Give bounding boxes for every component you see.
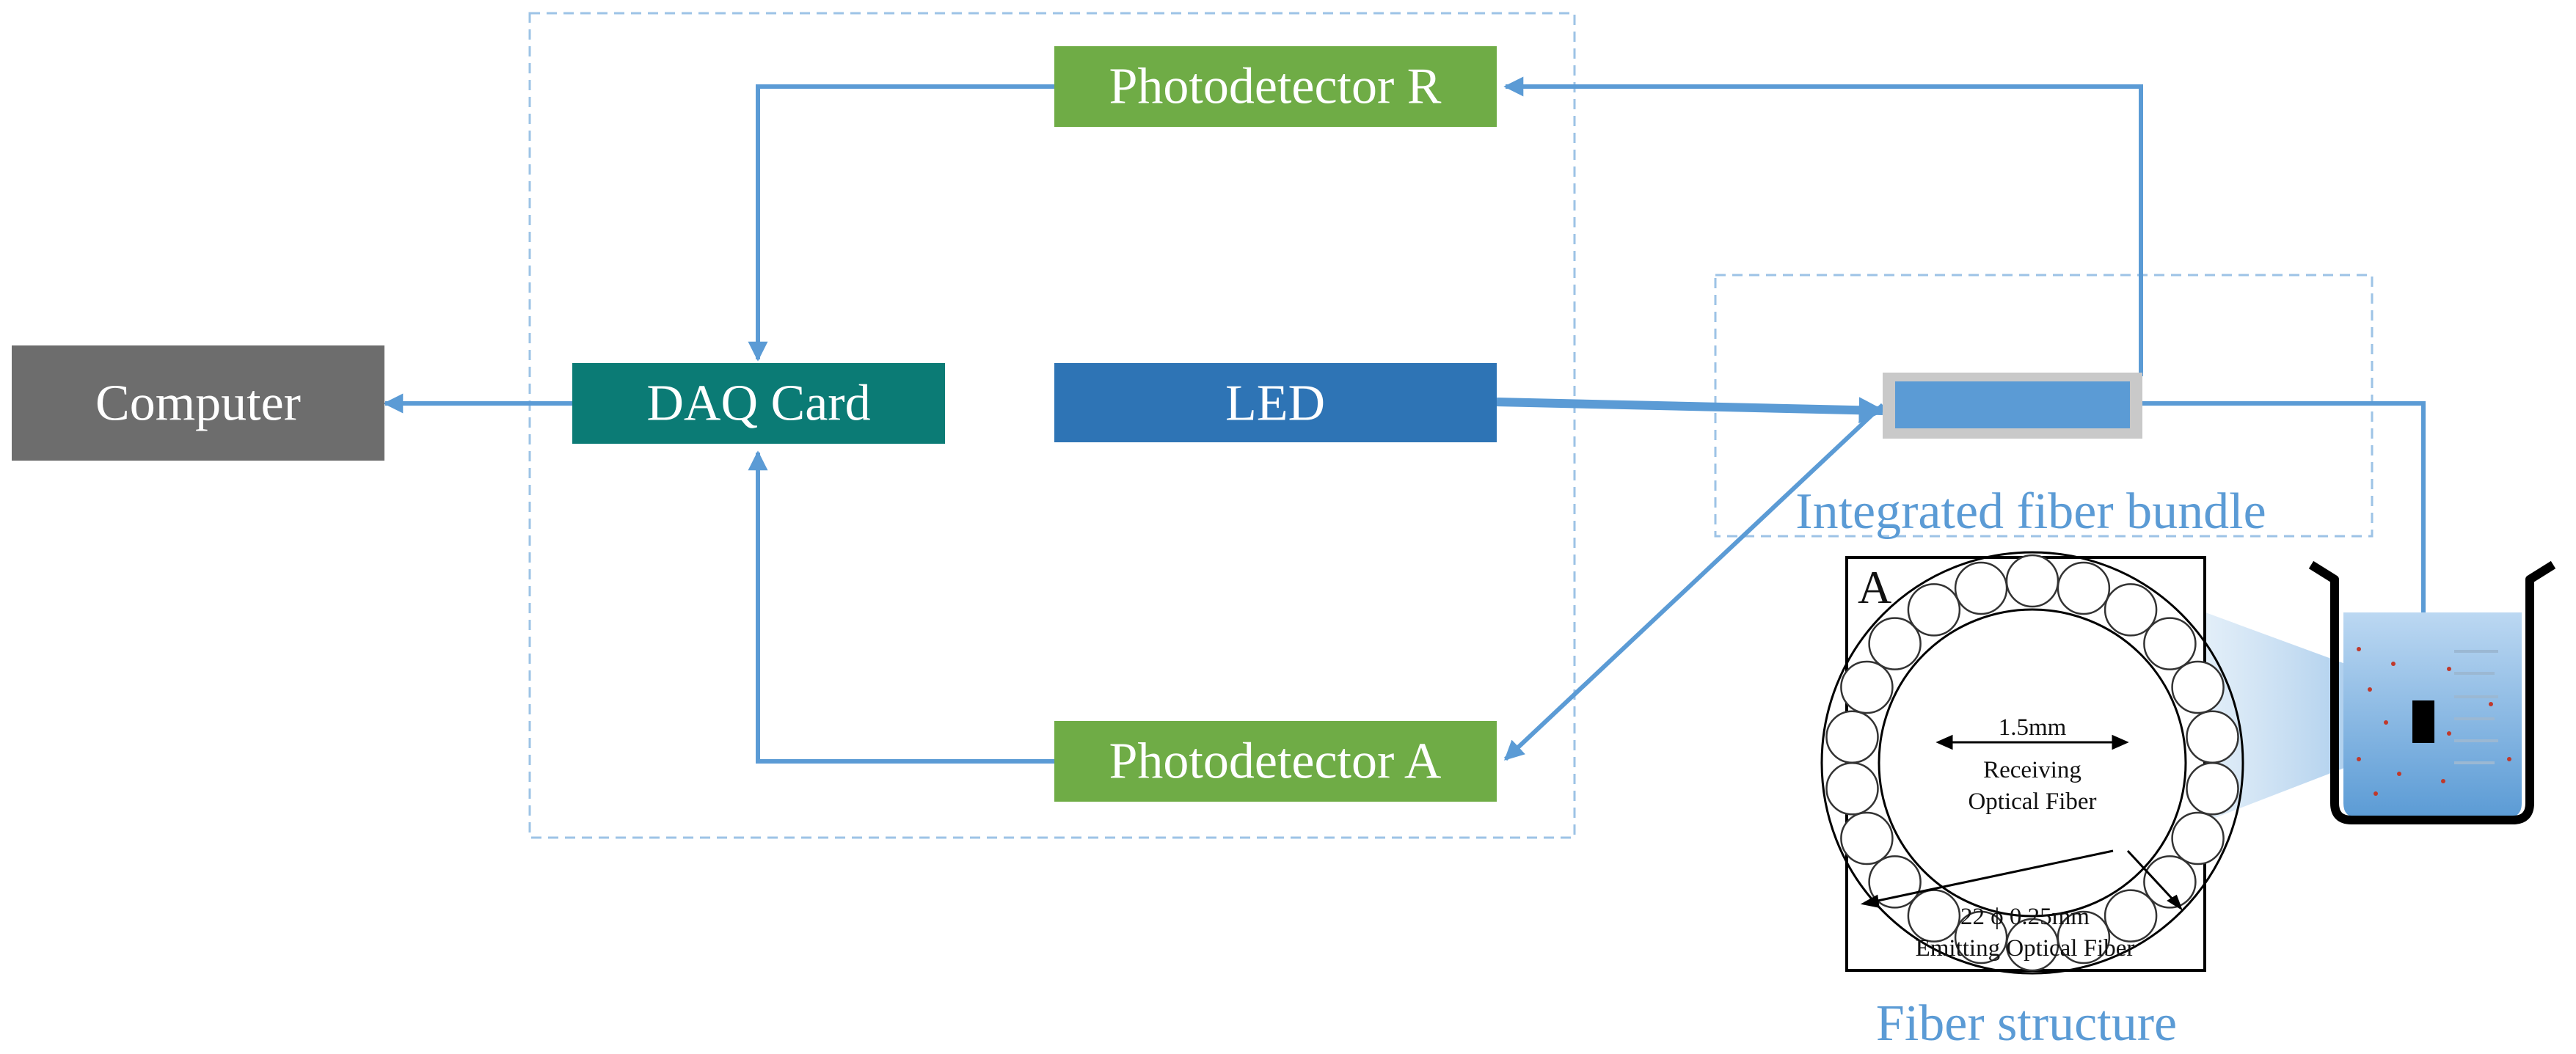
emitting-fiber-circle [2171, 660, 2225, 714]
arrow-bundle-to-pda [1503, 403, 1885, 761]
fiber-bundle-block [1883, 373, 2142, 439]
receiving-fiber-label-1: Receiving [1983, 757, 2081, 783]
emitting-fiber-circle [1954, 561, 2008, 615]
inset-panel-letter: A [1858, 561, 1891, 613]
led-block: LED [1054, 363, 1497, 442]
fiber-structure-caption: Fiber structure [1876, 995, 2177, 1052]
photodetector-r-label: Photodetector R [1109, 59, 1442, 115]
emitting-fiber-circle [2171, 811, 2225, 865]
fiber-structure-inset: A 1.5mm Receiving Optical Fiber 22 ϕ 0.2… [1820, 551, 2244, 975]
daq-card-block: DAQ Card [572, 363, 945, 444]
arrow-pda-to-daq [748, 450, 1054, 764]
photodetector-a-block: Photodetector A [1054, 721, 1497, 802]
emitting-fiber-circle [1907, 583, 1961, 637]
emitting-fiber-circle [2143, 617, 2197, 670]
emitting-fiber-label-2: Emitting Optical Fiber [1916, 935, 2135, 962]
arrow-pdr-to-daq [748, 84, 1054, 362]
emitting-fiber-circle [2104, 889, 2158, 943]
emitting-fiber-circle [1840, 660, 1894, 714]
computer-label: Computer [95, 376, 301, 432]
receiving-fiber-label-2: Optical Fiber [1968, 788, 2096, 815]
emitting-fiber-circle [2186, 762, 2239, 816]
emitting-fiber-circle [1840, 811, 1894, 865]
emitting-fiber-circle [2005, 554, 2059, 608]
computer-block: Computer [12, 345, 384, 461]
emitting-fiber-circle [2005, 918, 2059, 972]
emitting-fiber-circle [2057, 910, 2111, 965]
emitting-fiber-label-1: 22 ϕ 0.25mm [1960, 904, 2090, 930]
arrow-bundle-to-pdr [1503, 76, 2143, 376]
emitting-fiber-circle [2186, 710, 2239, 764]
daq-card-label: DAQ Card [646, 376, 870, 432]
emitting-fiber-circle [1825, 762, 1879, 816]
connectors [383, 76, 2426, 764]
probe-tip [2412, 700, 2434, 743]
emitting-fiber-circle [1825, 710, 1879, 764]
emitting-fiber-circle [2104, 583, 2158, 637]
emitting-fiber-circle [1907, 889, 1961, 943]
emitting-fiber-circle [2057, 561, 2111, 615]
photodetector-a-label: Photodetector A [1109, 733, 1442, 790]
magnifier-beam [2205, 612, 2405, 821]
led-label: LED [1225, 376, 1325, 432]
emitting-fiber-circle [2143, 855, 2197, 909]
receiving-fiber-boundary [1878, 608, 2187, 918]
ring-outer-boundary [1820, 551, 2244, 975]
emitting-fiber-circle [1868, 617, 1922, 670]
emitting-fiber-ring [1820, 551, 2244, 975]
photodetector-r-block: Photodetector R [1054, 46, 1497, 127]
beaker-icon [2308, 560, 2556, 824]
emitting-fiber-circle [1954, 910, 2008, 965]
arrow-led-to-bundle [1496, 397, 1886, 424]
instrument-frame [528, 12, 1576, 839]
integrated-bundle-caption: Integrated fiber bundle [1795, 483, 2266, 540]
center-dimension-label: 1.5mm [1999, 714, 2067, 741]
